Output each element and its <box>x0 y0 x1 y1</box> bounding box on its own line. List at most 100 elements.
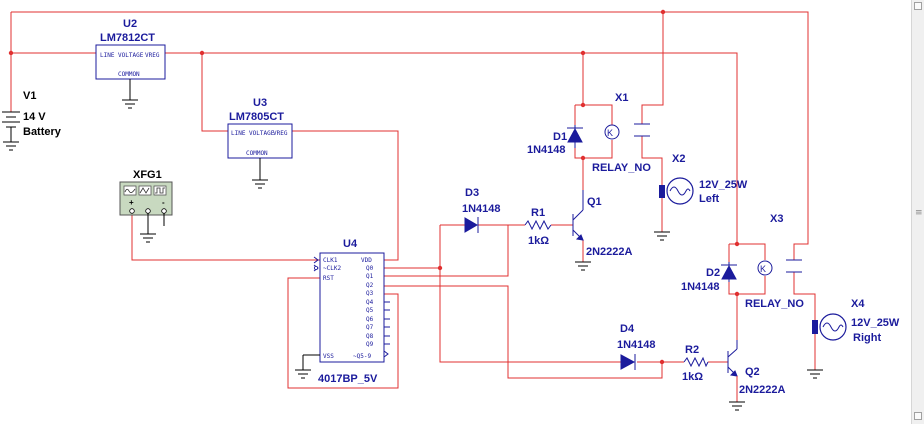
square-wave-icon <box>155 187 165 194</box>
wire-x1-rail <box>582 53 613 125</box>
d1-ref: D1 <box>553 131 567 143</box>
svg-text:Q1: Q1 <box>366 273 374 280</box>
u4-value: 4017BP_5V <box>318 373 378 385</box>
wire-x1-x2 <box>641 136 663 188</box>
wire-top-x1 <box>641 12 664 124</box>
x1-ref: X1 <box>615 92 628 104</box>
svg-text:VDD: VDD <box>361 257 372 264</box>
diode-d1[interactable]: D1 1N4148 <box>527 125 583 156</box>
xfg1-ref: XFG1 <box>133 169 162 181</box>
diode-d2[interactable]: D2 1N4148 <box>681 262 737 293</box>
wire-q0-d3 <box>439 225 627 363</box>
wire-d2-bot <box>728 276 766 340</box>
transistor-q2[interactable]: Q2 2N2222A <box>727 340 786 411</box>
wire-q2-d4 <box>384 285 663 379</box>
wire-u2-vreg <box>165 52 738 244</box>
relay-x1[interactable]: K X1 RELAY_NO <box>592 92 651 174</box>
svg-text:RST: RST <box>323 275 334 282</box>
scroll-down-arrow-icon[interactable] <box>914 412 922 420</box>
svg-text:Q0: Q0 <box>366 265 374 272</box>
function-generator-xfg1[interactable]: XFG1 + - <box>119 169 173 243</box>
wire-u3-u4 <box>292 130 399 261</box>
svg-text:~CLK2: ~CLK2 <box>323 265 341 272</box>
r2-value: 1kΩ <box>682 371 703 383</box>
d3-value: 1N4148 <box>462 203 501 215</box>
xfg1-minus: - <box>162 198 165 207</box>
wire-reset-loop <box>287 277 399 389</box>
vertical-scrollbar[interactable]: ≡ <box>911 0 924 424</box>
d1-value: 1N4148 <box>527 144 566 156</box>
wire-q0-d3b <box>384 225 509 277</box>
x4-side: Right <box>853 332 881 344</box>
u2-ref: U2 <box>123 18 137 30</box>
q1-value: 2N2222A <box>586 246 633 258</box>
svg-text:CLK1: CLK1 <box>323 257 338 264</box>
u4-ref: U4 <box>343 238 358 250</box>
r1-ref: R1 <box>531 207 545 219</box>
r2-ref: R2 <box>685 344 699 356</box>
lamp-x2[interactable]: X2 12V_25W Left <box>654 153 748 241</box>
u2-pin-in: LINE VOLTAGE <box>100 52 144 59</box>
svg-text:~Q5-9: ~Q5-9 <box>353 353 371 360</box>
lamp-x4[interactable]: X4 12V_25W Right <box>807 298 900 379</box>
v1-type: Battery <box>23 126 62 138</box>
wire-x3-x4 <box>793 243 816 320</box>
wire-d1-bot <box>574 140 613 190</box>
d4-ref: D4 <box>620 323 635 335</box>
q2-value: 2N2222A <box>739 384 786 396</box>
d3-ref: D3 <box>465 187 479 199</box>
resistor-r1[interactable]: R1 1kΩ <box>524 207 552 247</box>
v1-value: 14 V <box>23 111 46 123</box>
wire-xfg1-clk <box>131 215 320 261</box>
x2-side: Left <box>699 193 720 205</box>
svg-text:Q2: Q2 <box>366 282 374 289</box>
svg-text:Q4: Q4 <box>366 299 374 306</box>
diode-d4[interactable]: D4 1N4148 <box>617 323 656 370</box>
counter-u4[interactable]: U4 4017BP_5V CLK1 ~CLK2 RST VDD Q0 Q1 Q2… <box>295 238 390 385</box>
svg-text:K: K <box>760 264 766 274</box>
x4-ref: X4 <box>851 298 865 310</box>
wire-x3-rail <box>729 243 766 260</box>
relay-x3[interactable]: K X3 RELAY_NO <box>745 213 804 310</box>
svg-text:Q6: Q6 <box>366 316 374 323</box>
u2-pin-com: COMMON <box>118 71 140 78</box>
r1-value: 1kΩ <box>528 235 549 247</box>
svg-text:Q3: Q3 <box>366 290 374 297</box>
x3-value: RELAY_NO <box>745 298 804 310</box>
wire-top-rail <box>11 11 809 245</box>
u3-pin-com: COMMON <box>246 150 268 157</box>
wire-u2-u3 <box>201 53 228 132</box>
scroll-up-arrow-icon[interactable] <box>914 2 922 10</box>
regulator-u2[interactable]: U2 LM7812CT LINE VOLTAGE VREG COMMON <box>95 18 166 109</box>
wire-d1-top <box>574 104 583 125</box>
scroll-grip-icon[interactable]: ≡ <box>915 208 923 218</box>
svg-text:K: K <box>607 128 613 138</box>
transistor-q1[interactable]: Q1 2N2222A <box>572 190 633 271</box>
v1-ref: V1 <box>23 90 36 102</box>
u2-pin-out: VREG <box>145 52 160 59</box>
d4-value: 1N4148 <box>617 339 656 351</box>
resistor-r2[interactable]: R2 1kΩ <box>682 344 709 383</box>
triangle-wave-icon <box>139 187 150 194</box>
d2-ref: D2 <box>706 267 720 279</box>
x2-ref: X2 <box>672 153 685 165</box>
svg-text:Q7: Q7 <box>366 324 374 331</box>
u3-pin-in: LINE VOLTAGE <box>231 130 275 137</box>
u3-pin-out: VREG <box>273 130 288 137</box>
diode-d3[interactable]: D3 1N4148 <box>462 187 501 233</box>
u3-value: LM7805CT <box>229 111 284 123</box>
d2-value: 1N4148 <box>681 281 720 293</box>
regulator-u3[interactable]: U3 LM7805CT LINE VOLTAGE VREG COMMON <box>227 97 293 189</box>
x2-value: 12V_25W <box>699 179 748 191</box>
xfg1-plus: + <box>129 198 134 207</box>
battery-v1[interactable]: V1 14 V Battery <box>2 53 62 151</box>
u3-ref: U3 <box>253 97 267 109</box>
svg-text:Q5: Q5 <box>366 307 374 314</box>
x1-value: RELAY_NO <box>592 162 651 174</box>
svg-text:Q9: Q9 <box>366 341 374 348</box>
x4-value: 12V_25W <box>851 317 900 329</box>
u2-value: LM7812CT <box>100 32 155 44</box>
svg-text:VSS: VSS <box>323 353 334 360</box>
wire-battery-u2 <box>10 12 96 54</box>
